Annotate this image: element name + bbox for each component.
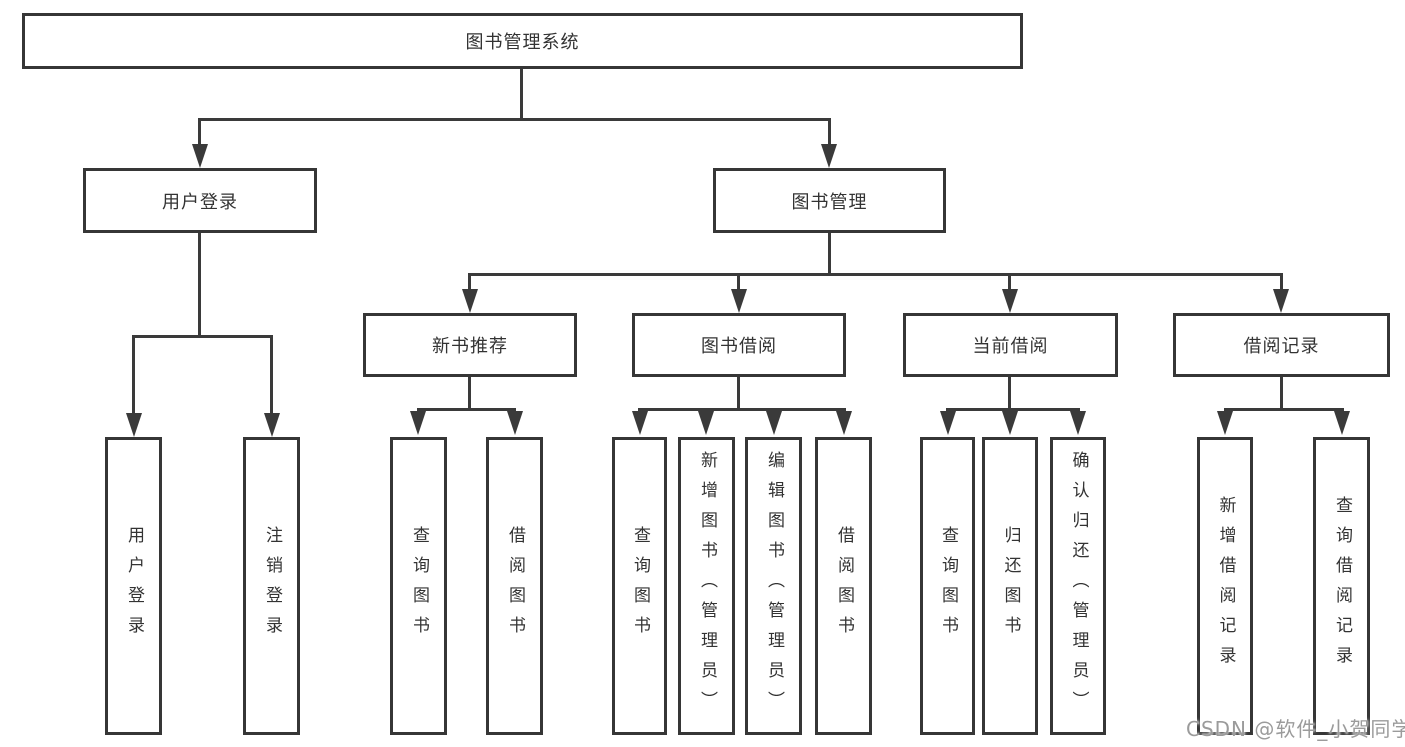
node-label: 新书推荐 [432, 336, 508, 357]
node-label: 图书借阅 [701, 336, 777, 357]
node-book-management: 图书管理 [713, 168, 946, 233]
leaf-recommend-query-books: 查询图书 [390, 437, 447, 735]
connector-book-management-bar [468, 273, 1282, 276]
arrowhead-down-icon [821, 144, 837, 168]
arrowhead-down-icon [632, 411, 648, 435]
leaf-borrowing-query-books: 查询图书 [612, 437, 667, 735]
leaf-recommend-borrow-books: 借阅图书 [486, 437, 543, 735]
node-current-borrowing: 当前借阅 [903, 313, 1118, 377]
connector-drop-book-management [828, 118, 831, 148]
arrowhead-down-icon [264, 413, 280, 437]
connector-user-login-bar [132, 335, 273, 338]
connector-recommend-bar [417, 408, 516, 411]
connector-drop-new-book-recommend [468, 273, 471, 293]
connector-book-management-stem [828, 233, 831, 276]
leaf-label: 查询借阅记录 [1332, 496, 1352, 676]
leaf-borrowing-borrow-books: 借阅图书 [815, 437, 872, 735]
arrowhead-down-icon [410, 411, 426, 435]
connector-current-bar [946, 408, 1080, 411]
arrowhead-down-icon [1070, 411, 1086, 435]
arrowhead-down-icon [940, 411, 956, 435]
node-user-login: 用户登录 [83, 168, 317, 233]
leaf-label: 确认归还（管理员） [1068, 451, 1089, 721]
leaf-label: 查询图书 [938, 526, 958, 646]
node-borrowing-records: 借阅记录 [1173, 313, 1390, 377]
connector-drop-borrowing-records [1280, 273, 1283, 293]
connector-borrowing-bar [638, 408, 846, 411]
node-label: 图书管理 [791, 191, 868, 213]
leaf-label: 新增借阅记录 [1215, 496, 1236, 676]
leaf-current-return-books: 归还图书 [982, 437, 1038, 735]
leaf-label: 用户登录 [124, 526, 144, 646]
leaf-label: 查询图书 [409, 526, 429, 646]
node-label: 借阅记录 [1243, 336, 1320, 357]
arrowhead-down-icon [698, 411, 714, 435]
connector-records-stem [1280, 377, 1283, 411]
arrowhead-down-icon [836, 411, 852, 435]
connector-root-stem [520, 69, 523, 121]
leaf-borrowing-edit-books-admin: 编辑图书（管理员） [745, 437, 802, 735]
node-new-book-recommend: 新书推荐 [363, 313, 577, 377]
arrowhead-down-icon [1002, 289, 1018, 313]
watermark: CSDN @软件_小贺同学 [1186, 717, 1405, 741]
arrowhead-down-icon [462, 289, 478, 313]
arrowhead-down-icon [766, 411, 782, 435]
leaf-label: 新增图书（管理员） [697, 451, 717, 721]
node-root-library-management-system: 图书管理系统 [22, 13, 1023, 69]
leaf-borrowing-add-books-admin: 新增图书（管理员） [678, 437, 735, 735]
connector-user-login-stem [198, 233, 201, 338]
node-book-borrowing: 图书借阅 [632, 313, 846, 377]
leaf-label: 借阅图书 [505, 526, 525, 646]
leaf-label: 查询图书 [630, 526, 650, 646]
leaf-label: 注销登录 [262, 526, 282, 646]
connector-drop-leaf-logout [270, 335, 273, 415]
leaf-label: 借阅图书 [834, 526, 854, 646]
leaf-records-add-borrow-record: 新增借阅记录 [1197, 437, 1253, 735]
leaf-label: 编辑图书（管理员） [764, 451, 784, 721]
connector-drop-book-borrowing [737, 273, 740, 293]
leaf-current-query-books: 查询图书 [920, 437, 975, 735]
connector-recommend-stem [468, 377, 471, 411]
connector-drop-user-login [198, 118, 201, 148]
connector-drop-current-borrowing [1008, 273, 1011, 293]
arrowhead-down-icon [192, 144, 208, 168]
arrowhead-down-icon [1273, 289, 1289, 313]
connector-drop-leaf-user-login [132, 335, 135, 415]
arrowhead-down-icon [507, 411, 523, 435]
arrowhead-down-icon [1002, 411, 1018, 435]
node-label: 用户登录 [162, 191, 238, 213]
connector-current-stem [1008, 377, 1011, 411]
connector-root-bar [198, 118, 831, 121]
arrowhead-down-icon [731, 289, 747, 313]
connector-records-bar [1224, 408, 1344, 411]
node-label: 当前借阅 [972, 336, 1049, 357]
arrowhead-down-icon [1217, 411, 1233, 435]
arrowhead-down-icon [126, 413, 142, 437]
leaf-records-query-borrow-record: 查询借阅记录 [1313, 437, 1370, 735]
leaf-current-confirm-return-admin: 确认归还（管理员） [1050, 437, 1106, 735]
leaf-logout-login: 注销登录 [243, 437, 300, 735]
leaf-label: 归还图书 [1000, 526, 1021, 646]
connector-borrowing-stem [737, 377, 740, 411]
leaf-user-login: 用户登录 [105, 437, 162, 735]
node-label: 图书管理系统 [465, 32, 580, 53]
arrowhead-down-icon [1334, 411, 1350, 435]
